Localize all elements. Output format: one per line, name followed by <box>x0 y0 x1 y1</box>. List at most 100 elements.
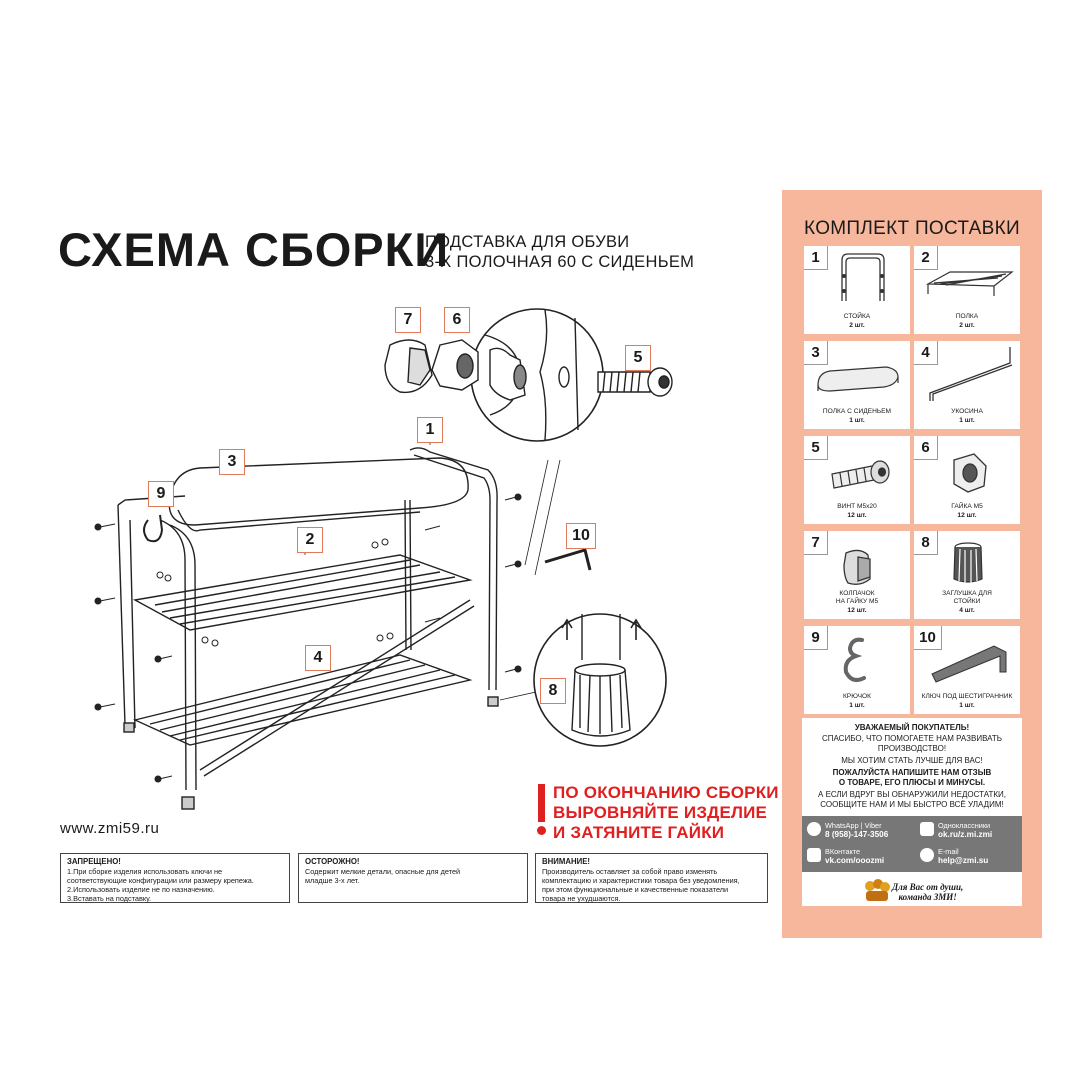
cap-part <box>384 339 433 394</box>
warning-title: ВНИМАНИЕ! <box>542 857 591 866</box>
notice-bar <box>538 784 545 822</box>
message-line: ПРОИЗВОДСТВО! <box>877 744 947 753</box>
kit-item-10: 10 КЛЮЧ ПОД ШЕСТИГРАННИК 1 шт. <box>914 626 1020 714</box>
hook-part <box>143 514 164 543</box>
kit-item-number: 8 <box>914 531 938 555</box>
shelf-icon <box>925 271 1014 296</box>
contact-email: E-mail help@zmi.su <box>938 847 988 865</box>
kit-item-number: 9 <box>804 626 828 650</box>
kit-item-name: СТОЙКА <box>843 312 871 320</box>
contacts-block: WhatsApp | Viber 8 (958)-147-3506 Однокл… <box>802 816 1022 872</box>
bolt-part <box>597 367 673 397</box>
callout-7: 7 <box>395 307 421 333</box>
brace <box>199 599 475 777</box>
kit-item-name: ПОЛКА <box>955 312 979 320</box>
contact-vk: ВКонтакте vk.com/ooozmi <box>825 847 884 865</box>
kit-item-qty: 1 шт. <box>959 417 975 424</box>
warning-box-caution: ОСТОРОЖНО! Содержит мелкие детали, опасн… <box>298 853 528 903</box>
odnoklassniki-icon <box>920 822 934 836</box>
message-line: А ЕСЛИ ВДРУГ ВЫ ОБНАРУЖИЛИ НЕДОСТАТКИ, <box>818 790 1006 799</box>
kit-item-2: 2 ПОЛКА 2 шт. <box>914 246 1020 334</box>
kit-item-name: ГАЙКА М5 <box>951 502 983 510</box>
message-line: ПОЖАЛУЙСТА НАПИШИТЕ НАМ ОТЗЫВ <box>832 768 992 777</box>
cap-icon <box>843 549 871 585</box>
shelf-upper <box>132 554 473 631</box>
page-title: СХЕМА СБОРКИ <box>58 223 450 276</box>
kit-item-7: 7 КОЛПАЧОК НА ГАЙКУ М5 12 шт. <box>804 531 910 619</box>
frame-right <box>409 447 498 691</box>
callout-2: 2 <box>297 527 323 553</box>
warning-line: Содержит мелкие детали, опасные для дете… <box>305 867 461 876</box>
kit-item-qty: 2 шт. <box>849 322 865 329</box>
kit-item-4: 4 УКОСИНА 1 шт. <box>914 341 1020 429</box>
stand-icon <box>841 253 885 301</box>
bolt-icon <box>831 460 890 489</box>
notice-line-1: ПО ОКОНЧАНИЮ СБОРКИ <box>553 783 779 802</box>
callout-3: 3 <box>219 449 245 475</box>
kit-item-number: 7 <box>804 531 828 555</box>
warning-line: 1.При сборке изделия использовать ключи … <box>67 867 223 876</box>
contact-whatsapp: WhatsApp | Viber 8 (958)-147-3506 <box>825 821 888 839</box>
email-icon <box>920 848 934 862</box>
warning-line: 2.Использовать изделие не по назначению. <box>67 885 215 894</box>
contact-label: ВКонтакте <box>825 847 861 856</box>
bolts-right <box>371 493 522 673</box>
warning-line: Производитель оставляет за собой право и… <box>542 867 718 876</box>
kit-item-1: 1 СТОЙКА 2 шт. <box>804 246 910 334</box>
customer-message: УВАЖАЕМЫЙ ПОКУПАТЕЛЬ! СПАСИБО, ЧТО ПОМОГ… <box>802 718 1022 906</box>
kit-item-name: ЗАГЛУШКА ДЛЯ СТОЙКИ <box>942 590 992 605</box>
brace-icon <box>929 347 1013 401</box>
shelf-lower <box>132 654 473 746</box>
signature: Для Вас от души, команда ЗМИ! <box>892 882 963 902</box>
kit-item-name: ВИНТ М5х20 <box>837 502 877 510</box>
signature-line-1: Для Вас от души, <box>892 882 964 892</box>
contact-value: vk.com/ooozmi <box>825 856 885 865</box>
kit-item-number: 3 <box>804 341 828 365</box>
message-line: СПАСИБО, ЧТО ПОМОГАЕТЕ НАМ РАЗВИВАТЬ <box>821 734 1002 743</box>
kit-item-3: 3 ПОЛКА С СИДЕНЬЕМ 1 шт. <box>804 341 910 429</box>
warning-title: ОСТОРОЖНО! <box>305 857 360 866</box>
notice-line-3: И ЗАТЯНИТЕ ГАЙКИ <box>553 823 725 842</box>
warning-title: ЗАПРЕЩЕНО! <box>67 857 121 866</box>
kit-item-number: 6 <box>914 436 938 460</box>
subtitle-line-1: ПОДСТАВКА ДЛЯ ОБУВИ <box>425 233 630 251</box>
message-line: МЫ ХОТИМ СТАТЬ ЛУЧШЕ ДЛЯ ВАС! <box>841 756 983 765</box>
callout-8: 8 <box>540 678 566 704</box>
warning-line: 3.Вставать на подставку. <box>67 894 152 903</box>
warning-line: при этом функциональные и качественные п… <box>542 885 729 894</box>
callout-4: 4 <box>305 645 331 671</box>
kit-item-number: 2 <box>914 246 938 270</box>
kit-item-qty: 1 шт. <box>959 702 975 709</box>
contact-value: 8 (958)-147-3506 <box>825 830 889 839</box>
kit-item-name: ПОЛКА С СИДЕНЬЕМ <box>822 407 892 415</box>
nut-part <box>431 339 479 391</box>
contact-value: help@zmi.su <box>938 856 989 865</box>
kit-item-5: 5 ВИНТ М5х20 12 шт. <box>804 436 910 524</box>
kit-item-name: КОЛПАЧОК НА ГАЙКУ М5 <box>835 590 879 605</box>
notice-line-2: ВЫРОВНЯЙТЕ ИЗДЕЛИЕ <box>553 803 768 822</box>
message-greeting: УВАЖАЕМЫЙ ПОКУПАТЕЛЬ! <box>854 723 970 732</box>
whatsapp-icon <box>807 822 821 836</box>
kit-item-name: КРЮЧОК <box>842 692 872 700</box>
warning-box-attention: ВНИМАНИЕ! Производитель оставляет за соб… <box>535 853 768 903</box>
assembly-diagram <box>94 308 673 810</box>
kit-item-qty: 2 шт. <box>959 322 975 329</box>
contact-label: WhatsApp | Viber <box>825 821 882 830</box>
allen-key-icon <box>931 645 1007 683</box>
allen-key-part <box>544 548 592 571</box>
callout-5: 5 <box>625 345 651 371</box>
nut-icon <box>953 453 987 493</box>
notice-text: ПО ОКОНЧАНИЮ СБОРКИ ВЫРОВНЯЙТЕ ИЗДЕЛИЕ И… <box>553 783 779 843</box>
contact-label: E-mail <box>938 847 959 856</box>
kit-item-8: 8 ЗАГЛУШКА ДЛЯ СТОЙКИ 4 шт. <box>914 531 1020 619</box>
vk-icon <box>807 848 821 862</box>
warning-line: комплектацию и характеристики товара без… <box>542 876 740 885</box>
warning-line: товара не ухудшаются. <box>542 894 621 903</box>
kit-item-qty: 12 шт. <box>847 607 867 614</box>
callout-9: 9 <box>148 481 174 507</box>
frame-left <box>117 495 186 729</box>
kit-title: КОМПЛЕКТ ПОСТАВКИ <box>804 218 1020 239</box>
callout-10: 10 <box>566 523 596 549</box>
notice-dot <box>537 826 546 835</box>
kit-item-number: 1 <box>804 246 828 270</box>
